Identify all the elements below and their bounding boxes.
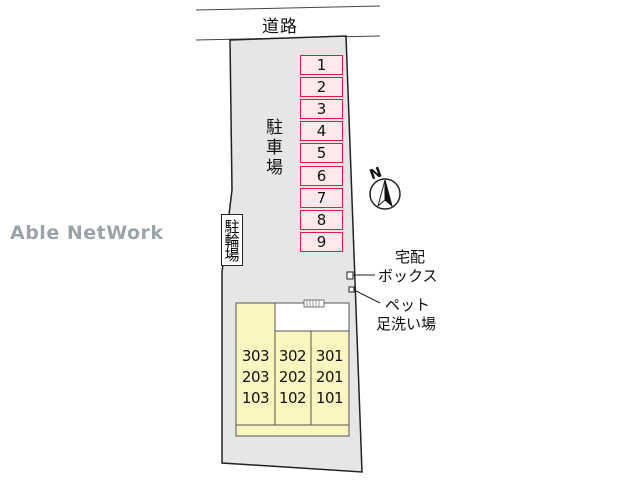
parking-slot: 4 [300,121,343,141]
unit-number: 203 [241,368,270,386]
building-balcony [235,424,350,437]
delivery-box-label-line1: 宅配 [395,248,426,266]
pet-wash-label-line2: 足洗い場 [376,315,437,333]
delivery-box-marker [346,271,354,280]
stairs-icon [303,299,325,308]
pet-wash-label-line1: ペット [385,296,431,314]
parking-slot: 7 [300,188,343,208]
unit-number: 103 [241,389,270,407]
road-edge-top [195,5,381,11]
parking-slot: 8 [300,210,343,230]
unit-column: 303 203 103 [237,346,274,409]
building-unit-column-1 [235,302,276,437]
unit-column: 301 201 101 [311,346,348,409]
parking-slot: 1 [300,55,343,75]
parking-slot: 3 [300,99,343,119]
unit-number: 201 [315,368,344,386]
unit-number: 303 [241,347,270,365]
unit-number: 302 [278,347,307,365]
watermark-text: Able NetWork [10,222,164,244]
parking-slot: 9 [300,232,343,252]
parking-slot: 2 [300,77,343,97]
unit-number: 301 [315,347,344,365]
road-label: 道路 [262,17,298,37]
pet-wash-marker [348,286,355,293]
parking-slot: 6 [300,166,343,186]
parking-slot: 5 [300,143,343,163]
bicycle-parking-label: 駐輪場 [221,214,243,266]
parking-label: 駐車場 [262,118,282,178]
delivery-box-label-line2: ボックス [378,267,438,285]
unit-column: 302 202 102 [274,346,311,409]
unit-number: 202 [278,368,307,386]
pet-wash-leader [353,289,381,304]
unit-number: 102 [278,389,307,407]
north-arrow-icon [369,178,401,210]
unit-number: 101 [315,389,344,407]
